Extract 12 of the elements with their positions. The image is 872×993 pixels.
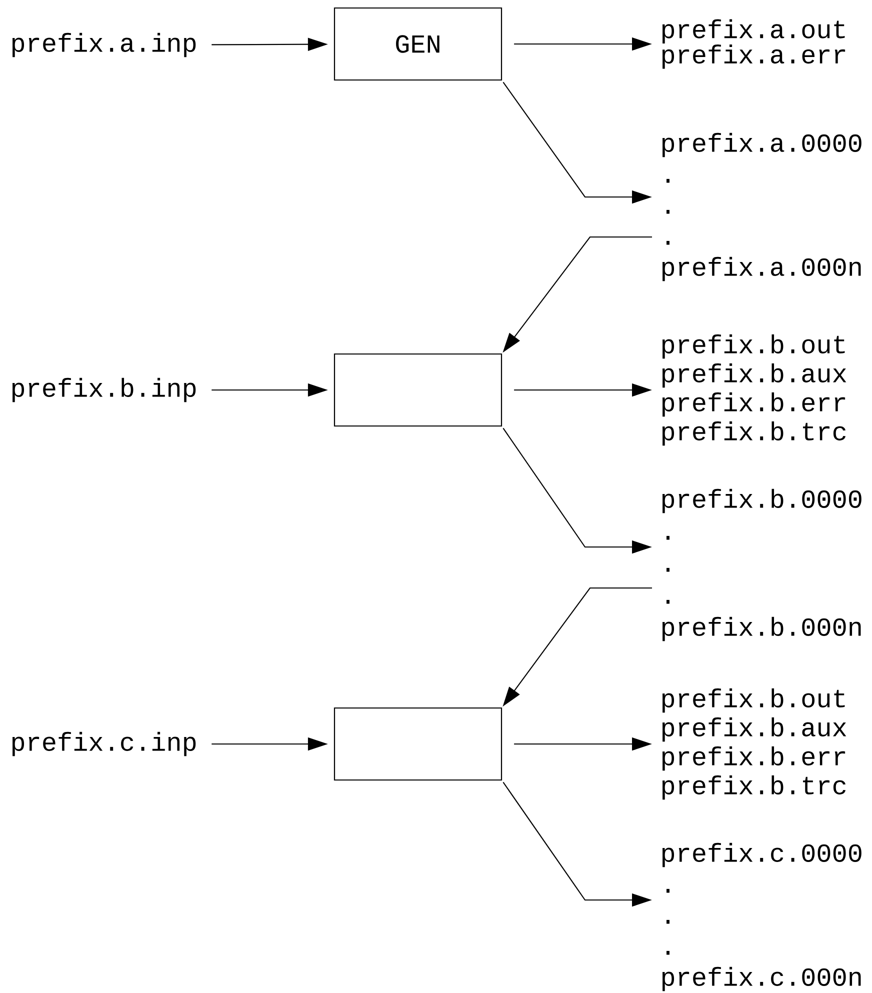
file-list: prefix.b.out prefix.b.aux prefix.b.err prefix.b.trc: [662, 334, 846, 446]
file-name: prefix.c.inp: [12, 732, 196, 756]
process-box: GEN: [334, 7, 502, 81]
file-list: prefix.c.0000 . . . prefix.c.000n: [662, 842, 862, 992]
process-box: [334, 707, 502, 781]
file-name: prefix.b.inp: [12, 378, 196, 402]
file-list: prefix.b.0000 . . . prefix.b.000n: [662, 488, 862, 642]
process-box: [334, 353, 502, 427]
file-name: prefix.a.inp: [12, 32, 196, 58]
file-list: prefix.a.0000 . . . prefix.a.000n: [662, 132, 862, 282]
file-list: prefix.a.out prefix.a.err: [662, 19, 846, 69]
file-list: prefix.b.out prefix.b.aux prefix.b.err prefix.b.trc: [662, 688, 846, 800]
